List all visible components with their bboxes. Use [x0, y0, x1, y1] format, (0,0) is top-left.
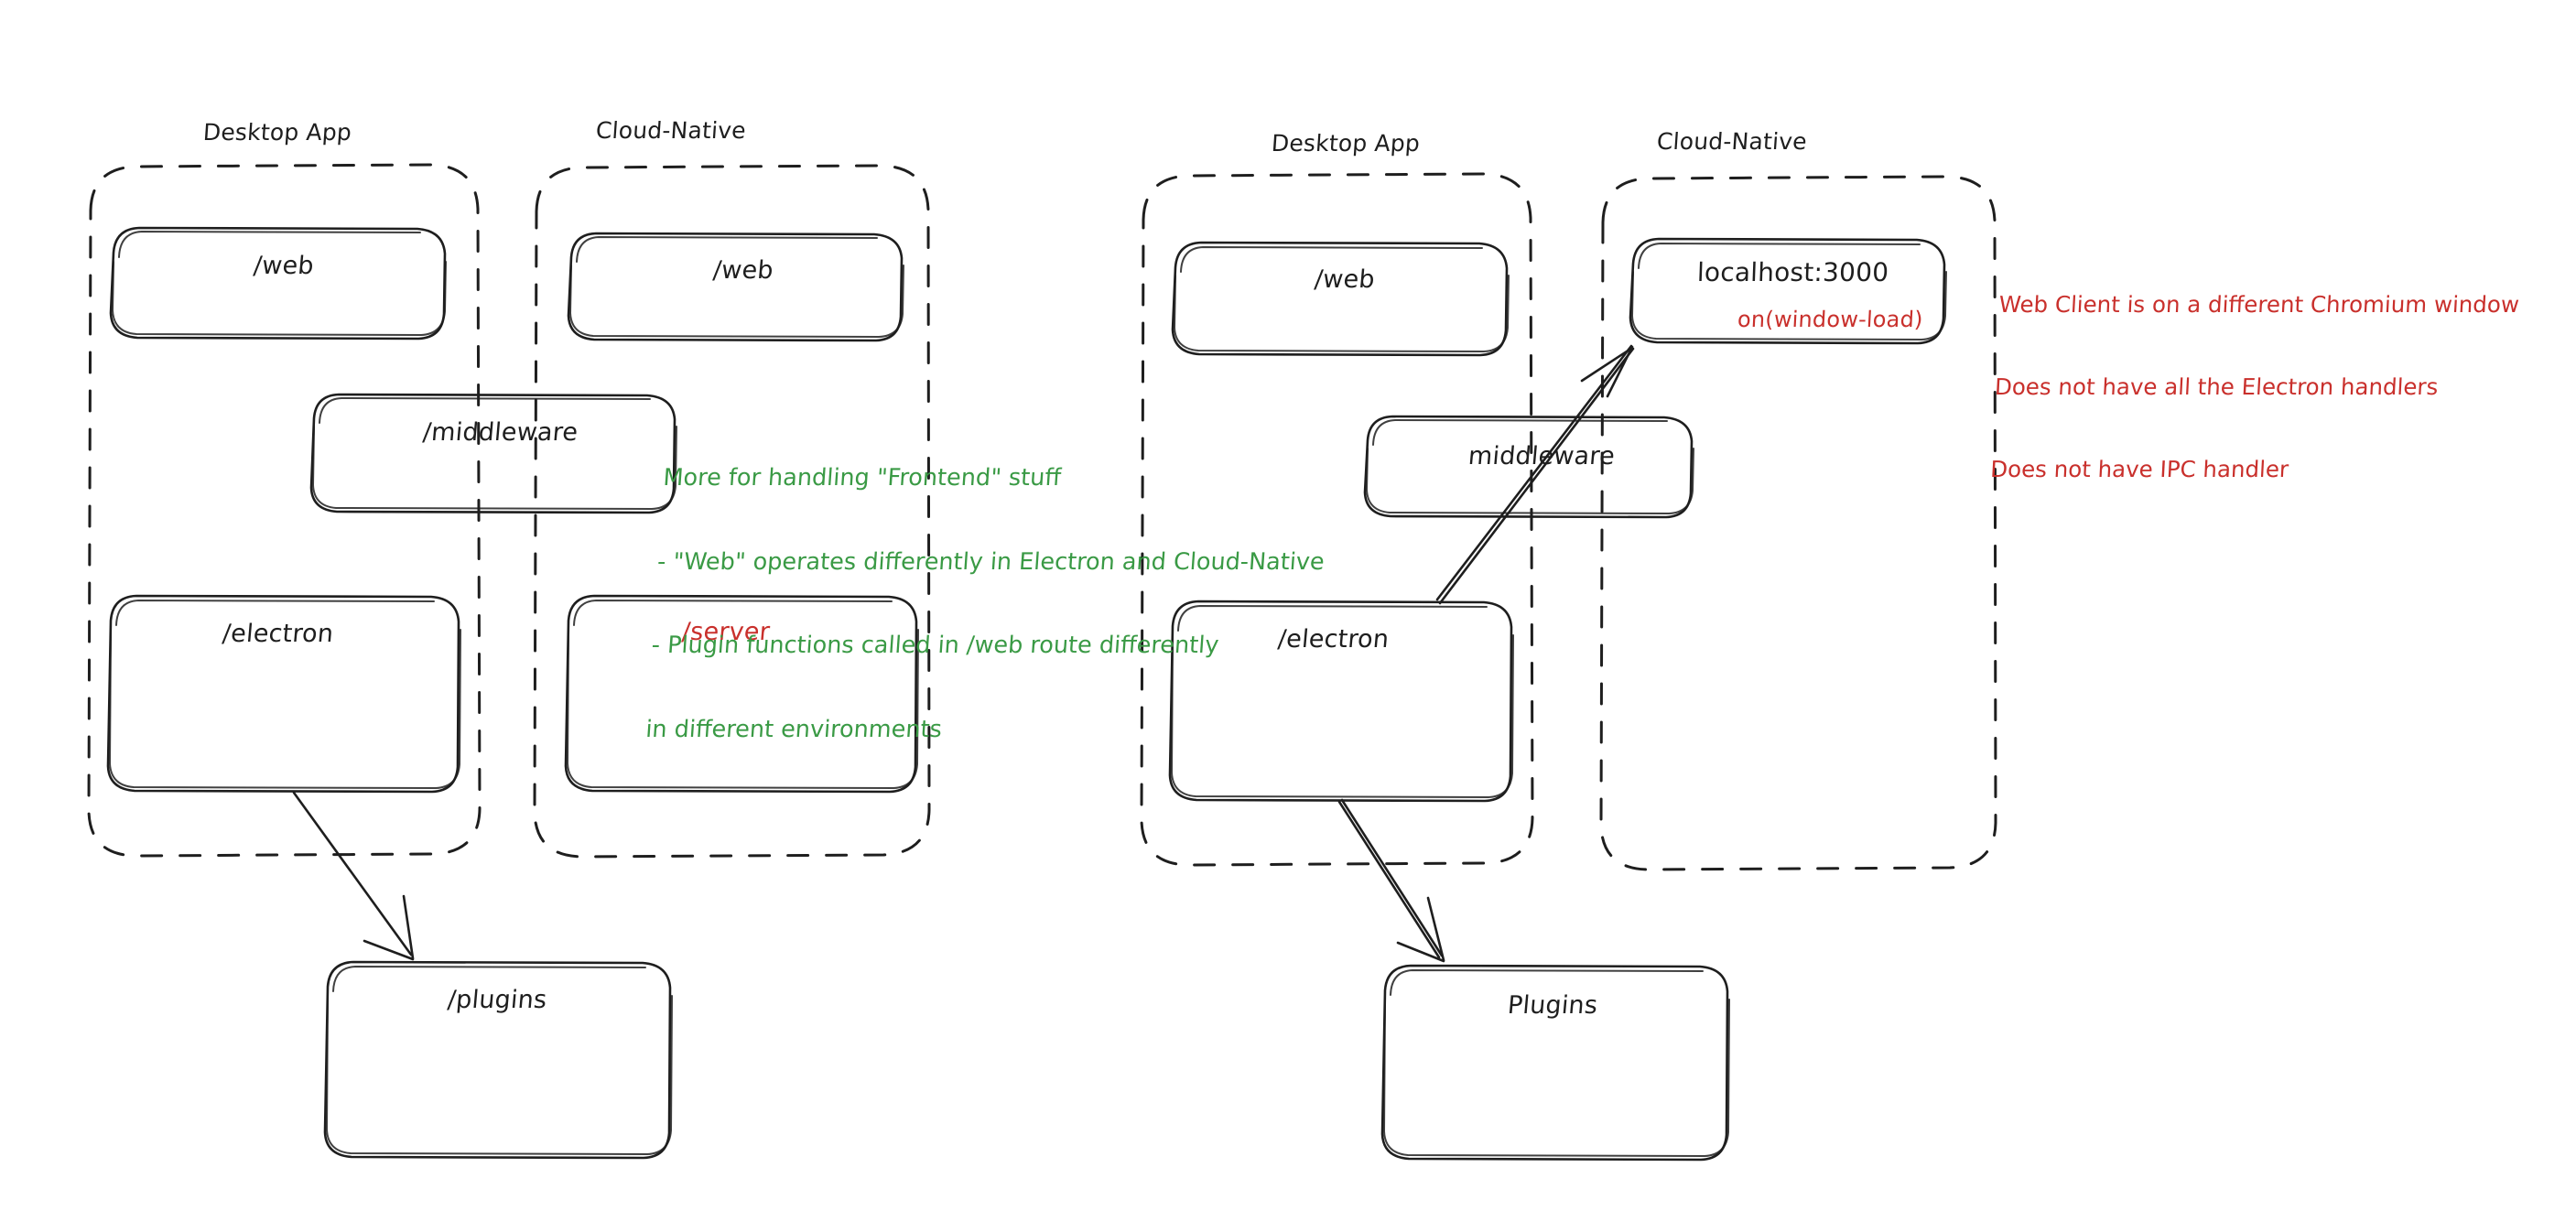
- group-label-left-desktop: Desktop App: [201, 119, 353, 146]
- group-outline-left-cloud: [533, 164, 931, 859]
- node-sublabel-right-localhost-on-window-load: on(window-load): [1737, 307, 1924, 332]
- group-label-right-cloud: Cloud-Native: [1655, 128, 1808, 155]
- node-outline-right-desktop-web: [1171, 241, 1510, 357]
- node-label-right-middleware: middleware: [1467, 442, 1617, 470]
- node-outline-left-plugins: [323, 960, 673, 1160]
- node-label-right-desktop-web: /web: [1313, 265, 1377, 294]
- node-outline-left-server: [564, 594, 919, 794]
- node-label-left-electron: /electron: [221, 620, 335, 648]
- annotation-red-note: Web Client is on a different Chromium wi…: [1986, 236, 2522, 538]
- group-label-right-desktop: Desktop App: [1270, 130, 1422, 157]
- annotation-red-line-1: Web Client is on a different Chromium wi…: [1997, 291, 2520, 318]
- node-label-right-localhost: localhost:3000: [1696, 257, 1889, 287]
- annotation-green-line-4: in different environments: [644, 715, 943, 743]
- edge-right-electron-to-localhost: [1435, 344, 1635, 605]
- node-label-left-cloud-web: /web: [711, 256, 775, 285]
- node-label-left-plugins: /plugins: [446, 986, 548, 1014]
- annotation-red-line-2: Does not have all the Electron handlers: [1994, 373, 2440, 400]
- group-outline-left-desktop: [87, 163, 482, 858]
- node-outline-right-plugins: [1380, 964, 1730, 1162]
- node-outline-left-desktop-web: [109, 226, 447, 340]
- node-outline-left-cloud-web: [567, 232, 904, 342]
- node-outline-left-electron: [106, 594, 461, 794]
- node-label-right-plugins: Plugins: [1506, 991, 1599, 1020]
- annotation-green-line-1: More for handling "Frontend" stuff: [662, 464, 1063, 492]
- node-label-left-desktop-web: /web: [252, 252, 316, 280]
- node-outline-right-localhost: [1629, 237, 1947, 345]
- node-outline-right-electron: [1168, 600, 1514, 803]
- annotation-green-line-3: - Plugin functions called in /web route …: [650, 632, 1220, 659]
- group-outline-right-desktop: [1140, 172, 1534, 867]
- edge-right-electron-to-plugins: [1337, 798, 1445, 963]
- annotation-green-note: More for handling "Frontend" stuff - "We…: [641, 408, 1335, 799]
- group-outline-right-cloud: [1599, 175, 1997, 871]
- node-outline-right-middleware: [1363, 415, 1694, 519]
- node-label-left-middleware: /middleware: [421, 418, 579, 447]
- edge-left-electron-to-plugins: [292, 791, 415, 961]
- annotation-red-line-3: Does not have IPC handler: [1989, 456, 2289, 482]
- group-label-left-cloud: Cloud-Native: [594, 117, 747, 144]
- node-outline-left-middleware: [309, 393, 677, 514]
- annotation-green-line-2: - "Web" operates differently in Electron…: [656, 547, 1326, 576]
